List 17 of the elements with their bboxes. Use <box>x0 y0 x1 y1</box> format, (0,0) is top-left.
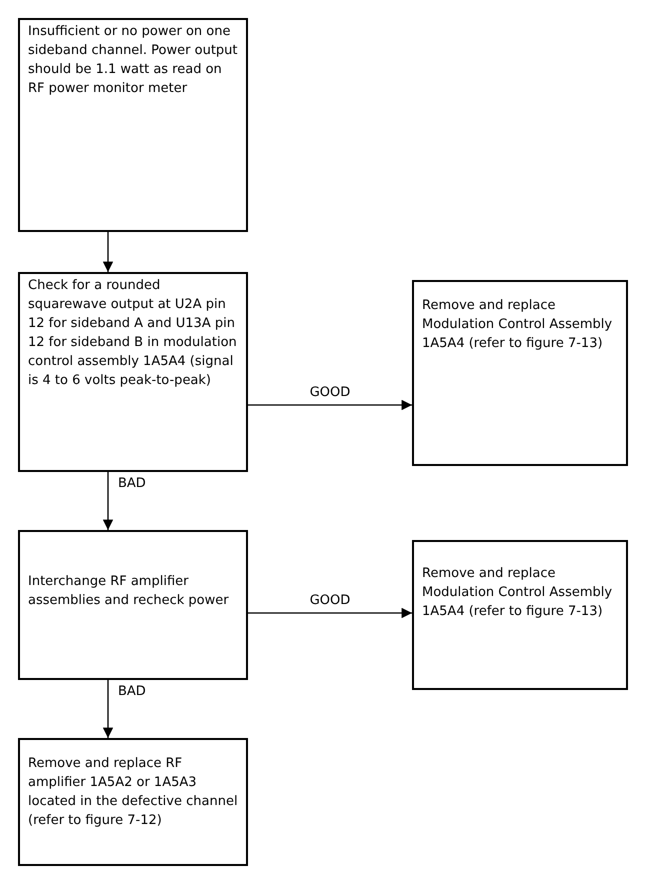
process-box <box>18 272 248 472</box>
process-box <box>18 530 248 680</box>
process-box <box>18 18 248 232</box>
arrow <box>102 472 114 530</box>
box-text: Insufficient or no power on one sideband channel. Power output should be 1.1 watt as read on RF power monitor meter <box>28 23 238 98</box>
arrow <box>248 400 412 410</box>
process-box <box>18 738 248 866</box>
box-text: Check for a rounded squarewave output at U2A pin 12 for sideband A and U13A pin 12 for sideband B in modulation control assembly 1A5A4 (signal is 4 to 6 volts peak-to-peak) <box>28 277 238 390</box>
arrow <box>102 232 114 272</box>
box-text: Remove and replace RF amplifier 1A5A2 or 1A5A3 located in the defective channel (refer to figure 7-12) <box>28 755 238 830</box>
arrow <box>102 680 114 738</box>
box-text: Remove and replace Modulation Control Assembly 1A5A4 (refer to figure 7-13) <box>422 297 614 353</box>
arrow <box>248 608 412 618</box>
box-text: Remove and replace Modulation Control Assembly 1A5A4 (refer to figure 7-13) <box>422 565 614 621</box>
process-box <box>412 280 628 466</box>
box-text: Interchange RF amplifier assemblies and recheck power <box>28 573 230 610</box>
process-box <box>412 540 628 690</box>
